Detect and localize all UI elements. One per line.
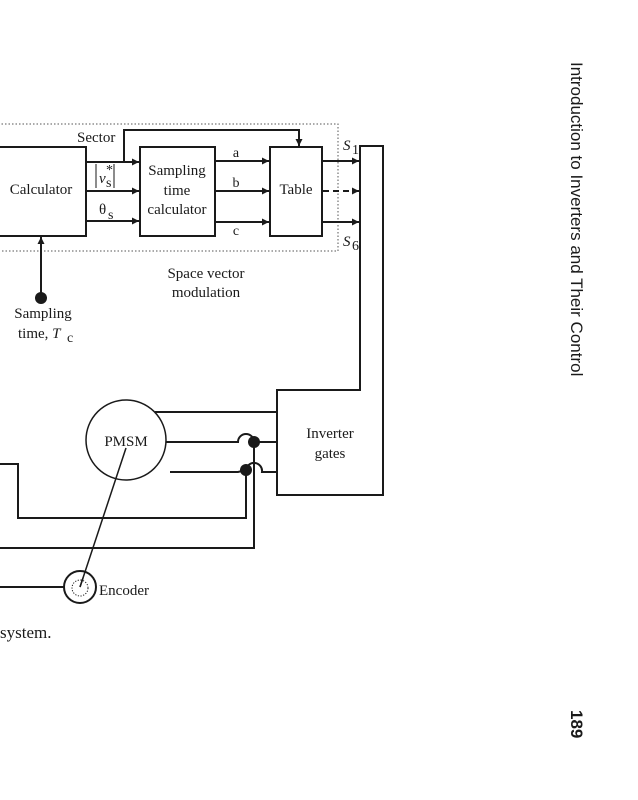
- encoder-label: Encoder: [99, 583, 149, 599]
- s6-subscript: 6: [352, 239, 359, 254]
- shaft-line: [79, 447, 127, 588]
- running-head: Introduction to Inverters and Their Cont…: [567, 62, 586, 377]
- svm-label-line2: modulation: [172, 285, 241, 301]
- calculator-block: Calculator: [0, 146, 87, 237]
- vs-label: v: [99, 171, 106, 187]
- figure-caption-fragment: system.: [0, 623, 52, 642]
- feedback-wire-2: [0, 463, 247, 519]
- stc-label-line3: calculator: [147, 202, 206, 218]
- theta-subscript: s: [108, 208, 113, 223]
- encoder-block: [63, 570, 97, 604]
- sampling-time-label-line1: Sampling: [14, 306, 72, 322]
- sampling-time-calculator-block: Sampling time calculator: [139, 146, 216, 237]
- sector-path: [123, 129, 303, 162]
- svm-region-border: [0, 123, 339, 252]
- inverter-label-line1: Inverter: [306, 426, 353, 442]
- pmsm-label: PMSM: [104, 434, 147, 450]
- gate-signal-bus: [276, 145, 384, 496]
- s6-label: S: [343, 234, 351, 250]
- signal-a-label: a: [233, 146, 240, 161]
- table-block: Table: [269, 146, 323, 237]
- tc-subscript: c: [67, 331, 73, 346]
- page-number: 189: [567, 710, 586, 739]
- table-label: Table: [279, 182, 312, 198]
- pmsm-block: PMSM: [85, 399, 167, 481]
- sampling-time-node: [35, 292, 47, 304]
- inverter-gates-block: Inverter gates: [306, 426, 353, 462]
- svm-label-line1: Space vector: [167, 266, 244, 282]
- sector-label: Sector: [77, 130, 115, 146]
- vs-superscript: *: [106, 163, 113, 178]
- stc-label-line1: Sampling: [148, 163, 206, 179]
- calculator-label: Calculator: [10, 182, 72, 198]
- phase-line-mid: [166, 433, 277, 443]
- signal-c-label: c: [233, 224, 239, 239]
- feedback-wire-1: [0, 442, 255, 549]
- sampling-time-label-line2: time, T: [18, 326, 62, 342]
- signal-b-label: b: [233, 176, 240, 191]
- phase-line-low: [170, 461, 277, 473]
- inverter-label-line2: gates: [315, 446, 346, 462]
- vs-subscript: s: [106, 176, 111, 191]
- stc-label-line2: time: [164, 183, 191, 199]
- theta-label: θ: [99, 202, 106, 218]
- s1-subscript: 1: [352, 143, 359, 158]
- s1-label: S: [343, 138, 351, 154]
